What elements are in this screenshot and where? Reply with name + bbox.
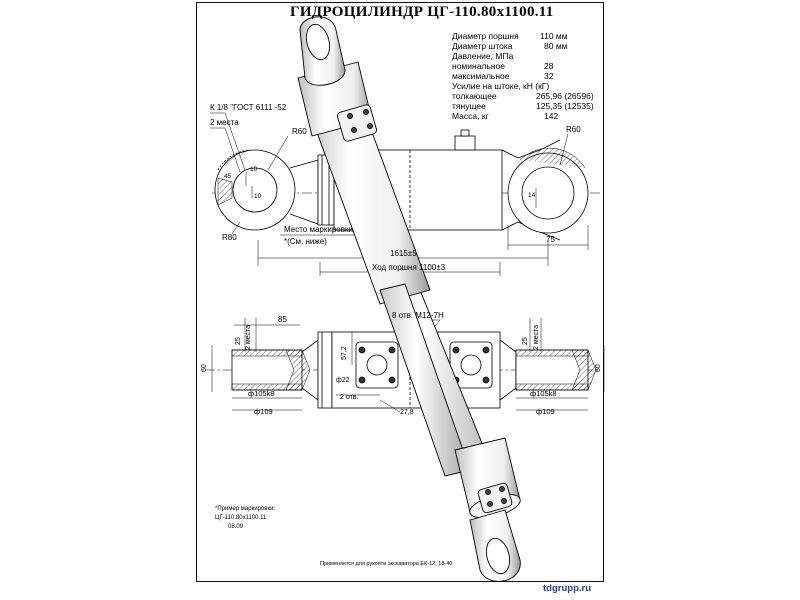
right-eye-bore (521, 166, 575, 220)
spec-label: Усилие на штоке, кН (кГ) (452, 81, 550, 91)
dim-25-left: 25 (235, 337, 242, 345)
site-link[interactable]: tdgrupp.ru (543, 583, 592, 594)
cylinder-3d (297, 16, 521, 582)
left-eye-bore (232, 167, 278, 213)
marking-line-2: 08.09 (228, 524, 244, 530)
drawing-title: ГИДРОЦИЛИНДР ЦГ-110.80х1100.11 (290, 4, 554, 20)
bore-left: ф105k8 (248, 389, 275, 398)
spec-label: толкающее (452, 91, 497, 101)
places-note: 2 места (210, 118, 239, 127)
spec-label: Диаметр штока (452, 41, 513, 51)
marking-place: Место маркировки (284, 225, 353, 234)
dim-22: ф22 (336, 377, 350, 384)
spec-label: Давление, МПа (452, 51, 514, 61)
holes-note: 8 отв. М12-7Н (392, 311, 444, 320)
spec-value: 265,96 (26596) (536, 91, 594, 101)
dim-27-8: 27,8 (400, 409, 414, 416)
two-holes: 2 отв. (340, 394, 359, 401)
spec-label: Масса, кг (452, 111, 489, 121)
dim-25-right: 25 (522, 337, 529, 345)
spec-value: 80 мм (544, 41, 568, 51)
dim-75: 75 (546, 235, 555, 244)
dim-45: 45 (224, 173, 232, 180)
spec-value: 28 (544, 61, 554, 71)
spec-value: 110 мм (540, 31, 568, 41)
left-eye-outer (214, 149, 296, 231)
dim-85: 85 (278, 315, 287, 324)
dim-10a: 10 (250, 166, 258, 173)
radius-right: R60 (566, 125, 581, 134)
spec-value: 142 (544, 111, 559, 121)
spec-label: Диаметр поршня (452, 31, 519, 41)
spec-label: номинальное (452, 61, 505, 71)
dim-60-right: 60 (595, 364, 602, 372)
places-left: 2 места (245, 325, 252, 350)
dim-57-2: 57,2 (341, 346, 348, 360)
spec-value: 125,35 (12535) (536, 101, 594, 111)
drawing-frame (196, 2, 604, 582)
spec-value: 32 (544, 71, 554, 81)
marking-heading: *Пример маркировки: (215, 506, 276, 512)
radius-left-top: R60 (292, 127, 307, 136)
marking-line-1: ЦГ-110.80х1100.11 (215, 515, 267, 521)
bore-right: ф105k8 (530, 389, 557, 398)
thread-note: К 1/8 "ГОСТ 6111 -52 (210, 103, 287, 112)
spec-label: тянущее (452, 101, 486, 111)
dim-10b: 10 (254, 193, 262, 200)
outer-left: ф109 (254, 407, 273, 416)
stroke-dimension: Ход поршня 1100±3 (372, 263, 446, 272)
places-right: 2 места (533, 325, 540, 350)
radius-left-bottom: R80 (222, 233, 237, 242)
see-below: *(См. ниже) (284, 237, 327, 246)
application-note: Применяется для рукояти экскаватора ЕК-1… (320, 561, 453, 567)
outer-right: ф109 (536, 407, 555, 416)
length-dimension: 1615±5 (390, 249, 417, 258)
spec-label: максимальное (452, 71, 510, 81)
dim-14: 14 (528, 192, 536, 199)
dim-60-left: 60 (201, 364, 208, 372)
drawing-annotations: К 1/8 "ГОСТ 6111 -52 2 места R60 R80 R60… (201, 103, 602, 416)
